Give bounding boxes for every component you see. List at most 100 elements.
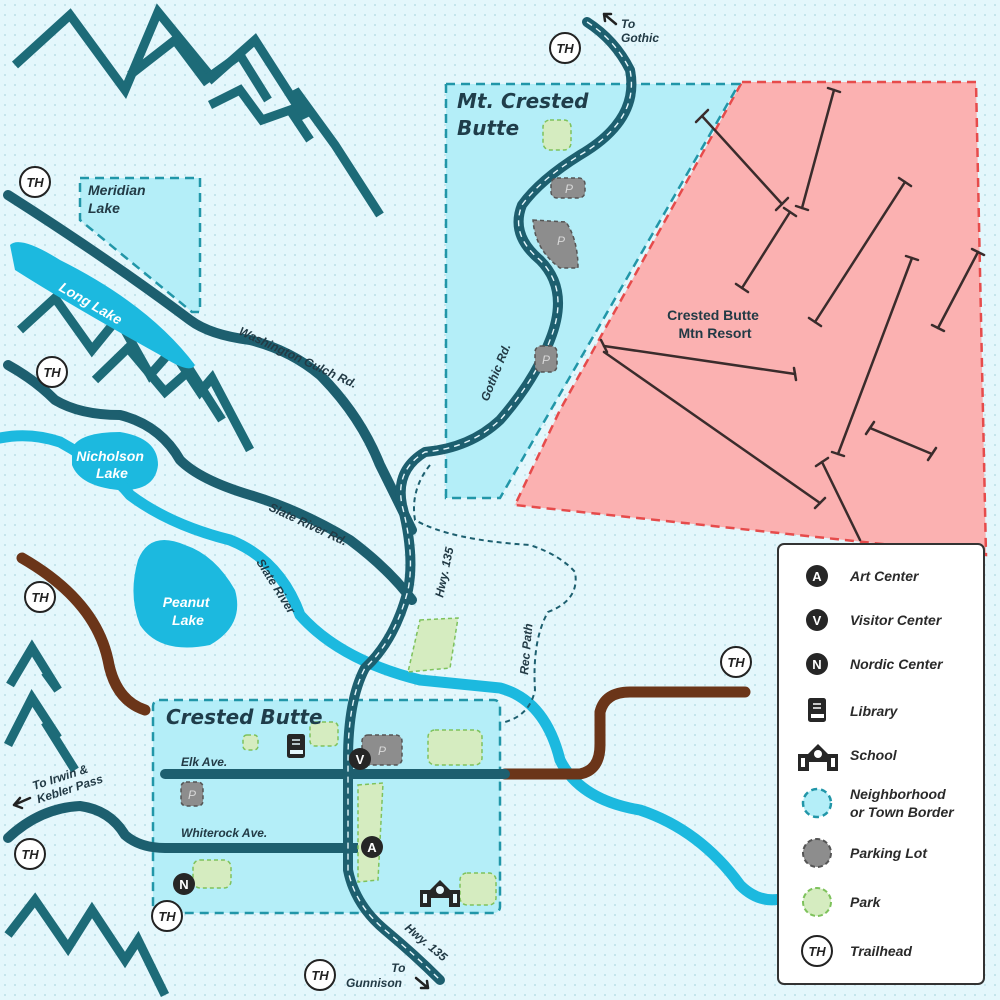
parks — [192, 119, 572, 906]
to-gunnison-label: To Gunnison — [346, 961, 409, 990]
trailhead-marker[interactable]: TH — [720, 646, 752, 678]
lift-terminal — [970, 247, 986, 257]
library-icon[interactable] — [287, 734, 305, 758]
svg-text:N: N — [812, 657, 821, 672]
crested-butte-area — [151, 698, 502, 915]
lakes — [10, 242, 238, 648]
legend-item-trailhead: TH Trailhead — [801, 935, 912, 967]
legend-nordic-icon — [806, 653, 828, 675]
elk-ave-label: Elk Ave. — [181, 755, 227, 769]
parking-lot — [532, 219, 579, 269]
legend-label: Nordic Center — [850, 656, 944, 672]
rec-path — [413, 464, 577, 723]
lift-terminal — [694, 108, 710, 124]
legend-item-border: Neighborhood or Town Border — [801, 786, 955, 820]
meridian-lake-label: Meridian Lake — [88, 182, 149, 216]
mountain-range-southwest — [4, 892, 170, 997]
nicholson-lake-label: Nicholson Lake — [76, 448, 148, 481]
svg-text:A: A — [812, 569, 822, 584]
lift-terminal — [814, 456, 830, 468]
park — [542, 119, 572, 151]
legend-item-art-center: A Art Center — [806, 565, 920, 587]
ski-lift — [800, 88, 836, 210]
legend-label: School — [850, 747, 898, 763]
ski-lift — [813, 180, 907, 324]
nicholson-lake — [72, 432, 158, 491]
legend-label: Library — [850, 703, 899, 719]
legend-art-icon — [806, 565, 828, 587]
lift-terminal — [826, 86, 842, 94]
lift-terminal — [930, 323, 946, 333]
parking-lot — [361, 734, 403, 766]
legend-label: Visitor Center — [850, 612, 943, 628]
trailhead-marker[interactable]: TH — [24, 581, 56, 613]
lift-terminal — [807, 316, 823, 328]
trailhead-text: TH — [26, 175, 44, 190]
lift-terminal — [794, 204, 810, 212]
parking-letter: P — [565, 182, 573, 196]
mountains — [3, 3, 384, 997]
trailhead-marker[interactable]: TH — [19, 166, 51, 198]
school-icon[interactable] — [420, 880, 460, 907]
legend-item-park: Park — [802, 887, 882, 917]
trailhead-marker[interactable]: TH — [14, 838, 46, 870]
legend-visitor-icon — [806, 609, 828, 631]
trailhead-marker[interactable]: TH — [36, 356, 68, 388]
legend-item-nordic-center: N Nordic Center — [806, 653, 944, 675]
art-center-marker[interactable]: A — [361, 836, 383, 858]
lift-terminal — [926, 446, 938, 462]
ski-lift — [820, 460, 862, 542]
trailhead-text: TH — [43, 365, 61, 380]
parking-letter: P — [188, 788, 196, 802]
lift-terminal — [904, 254, 920, 262]
trailhead-marker[interactable]: TH — [151, 900, 183, 932]
legend-label: Trailhead — [850, 943, 912, 959]
legend-parking-swatch — [802, 838, 832, 868]
trailhead-text: TH — [158, 909, 176, 924]
to-gothic-label: To Gothic — [621, 17, 659, 45]
legend-border-swatch — [801, 787, 833, 819]
trailhead-marker[interactable]: TH — [549, 32, 581, 64]
parking-lots — [180, 177, 586, 807]
mountain-range-west-2 — [3, 689, 79, 773]
legend-label: Neighborhood or Town Border — [850, 786, 955, 820]
lift-terminal — [599, 338, 609, 354]
arrow-gothic — [602, 12, 618, 26]
trailhead-text: TH — [311, 968, 329, 983]
ski-lifts — [602, 88, 980, 542]
parking-letter: P — [542, 353, 550, 367]
park — [192, 859, 232, 889]
trailhead-marker[interactable]: TH — [304, 959, 336, 991]
resort-area — [513, 80, 988, 557]
meridian-lake-area — [78, 176, 202, 314]
svg-text:V: V — [813, 613, 822, 628]
visitor-center-marker[interactable]: V — [349, 748, 371, 770]
nordic-center-marker[interactable]: N — [173, 873, 195, 895]
legend-park-swatch — [802, 887, 832, 917]
mountain-range-mid-2 — [91, 341, 226, 423]
legend-library-icon — [808, 698, 826, 722]
lift-terminal — [813, 496, 827, 510]
whiterock-ave — [3, 801, 365, 853]
trailheads: TH TH TH TH TH TH TH TH — [14, 32, 752, 991]
park — [427, 729, 483, 766]
lift-terminal — [830, 450, 846, 458]
lift-terminal — [774, 196, 790, 212]
parking-lot — [534, 345, 558, 373]
legend-label: Park — [850, 894, 882, 910]
legend: A Art Center V Visitor Center N Nordic C… — [777, 543, 985, 985]
legend-trailhead-icon — [801, 935, 833, 967]
legend-box — [777, 543, 985, 985]
legend-school-icon — [798, 744, 838, 771]
washington-gulch-rd — [3, 190, 417, 535]
ski-lift — [868, 426, 934, 456]
ski-lift-terminals — [599, 86, 986, 510]
gothic-rd-centerline — [347, 21, 633, 981]
lift-terminal — [792, 366, 798, 382]
ski-lift — [602, 344, 797, 376]
arrow-irwin — [12, 796, 32, 810]
lift-terminal — [782, 206, 798, 218]
ski-lift — [700, 114, 784, 206]
legend-item-school: School — [798, 744, 898, 771]
